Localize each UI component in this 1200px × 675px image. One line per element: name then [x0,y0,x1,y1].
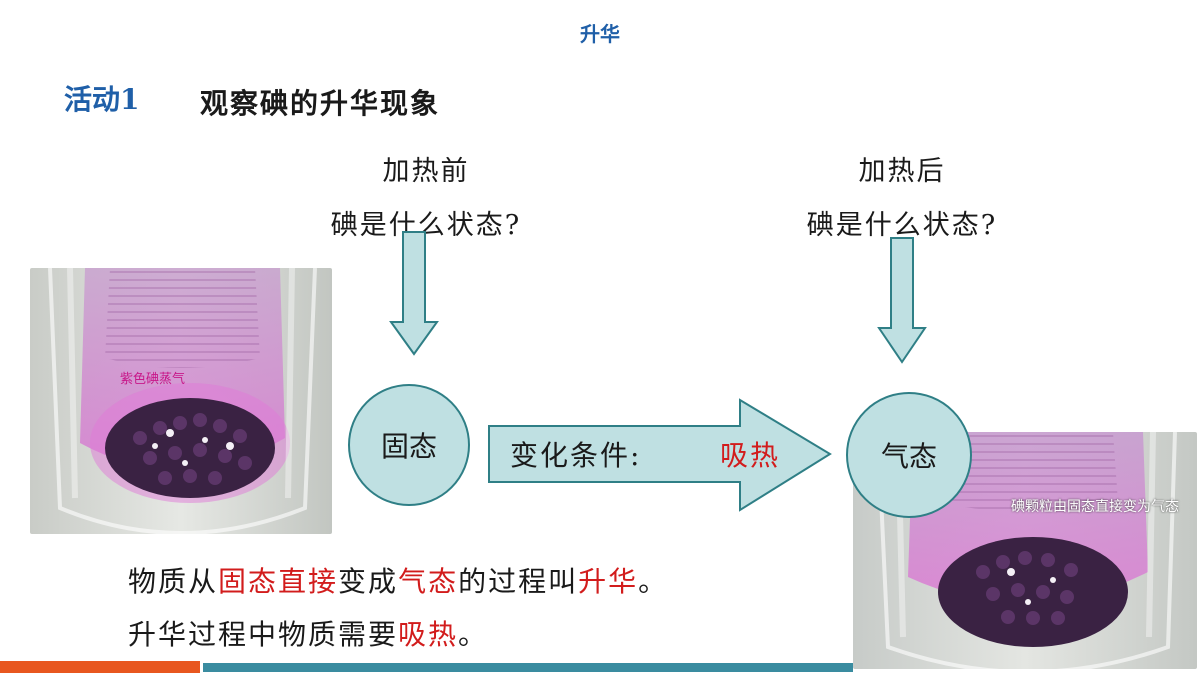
test-tube-illustration [30,268,332,534]
activity-title: 观察碘的升华现象 [200,87,441,120]
footer-bar-teal [203,663,853,672]
photo-iodine-before-heating: 紫色碘蒸气 [30,268,332,534]
photo-before-caption: 紫色碘蒸气 [120,372,186,387]
conclusion-heat: 升华过程中物质需要吸热。 [128,613,488,653]
footer-bar-orange [0,661,200,673]
state-gas-circle: 气态 [846,392,972,518]
state-solid-label: 固态 [380,430,437,463]
highlight-solid: 固态 [218,565,279,598]
text-segment: 变成 [338,565,399,598]
condition-value: 吸热 [720,439,781,472]
text-segment: 物质从 [128,565,219,598]
highlight-gas: 气态 [398,565,459,598]
question-before-heating: 加热前 碘是什么状态? [286,145,566,253]
activity-label: 活动1 [64,83,140,116]
text-segment: 。 [638,565,669,598]
question-after-line1: 加热后 [858,156,946,187]
question-before-line2: 碘是什么状态? [330,210,522,241]
text-segment: 升华过程中物质需要 [128,618,399,651]
photo-after-caption: 碘颗粒由固态直接变为气态 [1011,499,1179,515]
condition-label: 变化条件: [510,439,642,472]
down-arrow-right [877,237,927,364]
question-before-line1: 加热前 [382,156,470,187]
highlight-sublimation: 升华 [578,565,639,598]
state-gas-label: 气态 [880,440,937,473]
question-after-heating: 加热后 碘是什么状态? [762,145,1042,253]
text-segment: 。 [458,618,489,651]
highlight-directly: 直接 [278,565,339,598]
conclusion-definition: 物质从固态直接变成气态的过程叫升华。 [128,560,668,600]
question-after-line2: 碘是什么状态? [806,210,998,241]
highlight-absorb-heat: 吸热 [398,618,459,651]
slide-header-title: 升华 [580,22,620,46]
state-solid-circle: 固态 [348,384,470,506]
text-segment: 的过程叫 [458,565,579,598]
